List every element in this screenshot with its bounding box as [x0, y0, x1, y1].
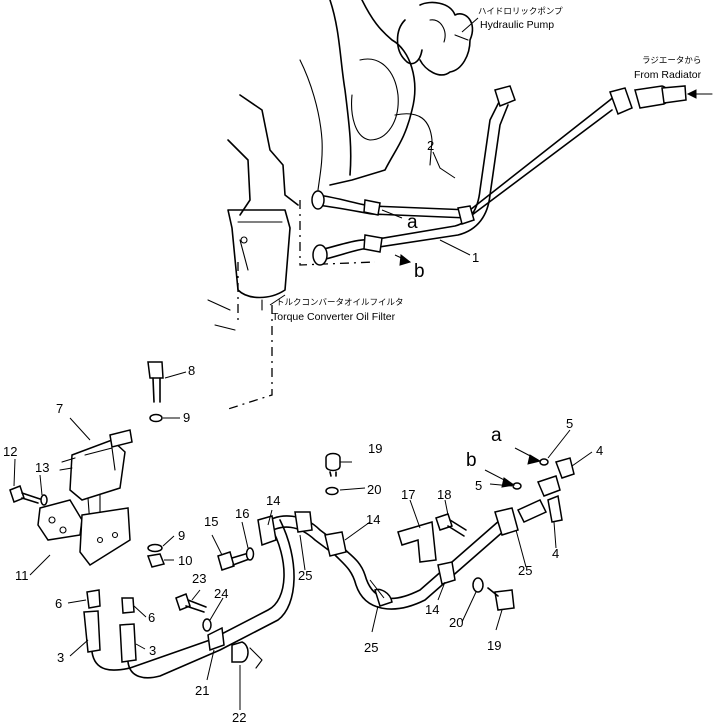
pipe-1 [319, 99, 509, 261]
hydraulic-pump [396, 1, 474, 76]
part-label-20: 20 [367, 482, 381, 497]
part-label-23: 23 [192, 571, 206, 586]
part-label-16: 16 [235, 506, 249, 521]
washer-nut [146, 543, 166, 568]
part-label-14: 14 [266, 493, 280, 508]
part-label-25: 25 [298, 568, 312, 583]
part-label-1: 1 [472, 250, 479, 265]
part-label-25: 25 [364, 640, 378, 655]
clamp-21 [207, 626, 263, 669]
part-label-13: 13 [35, 460, 49, 475]
part-label-20: 20 [449, 615, 463, 630]
bolt-12 [9, 485, 48, 506]
left-fittings [83, 589, 137, 663]
part-label-5: 5 [566, 416, 573, 431]
lower-hose [91, 519, 295, 679]
part-label-4: 4 [596, 443, 603, 458]
bolt-19-upper [325, 452, 341, 496]
connection-b-upper: b [414, 261, 425, 282]
part-label-14: 14 [366, 512, 380, 527]
part-label-22: 22 [232, 710, 246, 725]
part-label-18: 18 [437, 487, 451, 502]
part-label-3: 3 [149, 643, 156, 658]
right-fittings [512, 457, 575, 523]
middle-hose [257, 507, 519, 610]
valve-block [59, 429, 133, 526]
grommet-22 [231, 641, 249, 663]
upper-fittings [311, 85, 713, 266]
part-label-17: 17 [401, 487, 415, 502]
hydraulic-pump-caption: Hydraulic Pump [480, 19, 554, 31]
engine-housing [207, 0, 433, 411]
connection-a-lower: a [491, 425, 502, 446]
part-label-6: 6 [148, 610, 155, 625]
part-label-7: 7 [56, 401, 63, 416]
leader-lines [13, 17, 593, 710]
bolt-19-lower [472, 577, 515, 611]
part-label-12: 12 [3, 444, 17, 459]
part-label-24: 24 [214, 586, 228, 601]
part-label-19: 19 [368, 441, 382, 456]
bolt-23 [175, 593, 207, 613]
part-label-8: 8 [188, 363, 195, 378]
part-label-11: 11 [15, 568, 29, 583]
oil-filter-caption: Torque Converter Oil Filter [272, 311, 396, 323]
oil-filter-caption-jp: トルクコンバータオイルフイルタ [276, 298, 404, 308]
hydraulic-pump-caption-jp: ハイドロリックポンプ [478, 7, 563, 17]
part-label-6: 6 [55, 596, 62, 611]
connection-b-lower: b [466, 450, 477, 471]
part-label-4: 4 [552, 546, 559, 561]
bracket-17 [397, 513, 467, 563]
part-label-10: 10 [178, 553, 192, 568]
bolt-15 [217, 547, 255, 571]
oil-filter [227, 209, 291, 311]
part-label-19: 19 [487, 638, 501, 653]
part-label-21: 21 [195, 683, 209, 698]
part-label-15: 15 [204, 514, 218, 529]
part-label-3: 3 [57, 650, 64, 665]
mounting-bracket [37, 499, 131, 566]
part-label-2: 2 [427, 138, 434, 153]
part-label-14: 14 [425, 602, 439, 617]
part-label-9: 9 [178, 528, 185, 543]
connection-a-upper: a [407, 212, 418, 233]
part-label-25: 25 [518, 563, 532, 578]
washer-24 [202, 618, 212, 632]
bolt-8 [147, 361, 164, 423]
part-label-9: 9 [183, 410, 190, 425]
part-label-5: 5 [475, 478, 482, 493]
pipe-2 [317, 95, 626, 219]
from-radiator-caption-jp: ラジエータから [642, 56, 701, 66]
part-number-labels: 1 2 3 3 4 4 5 5 6 6 7 8 9 9 10 11 12 13 … [3, 138, 603, 725]
from-radiator-caption: From Radiator [634, 69, 702, 81]
